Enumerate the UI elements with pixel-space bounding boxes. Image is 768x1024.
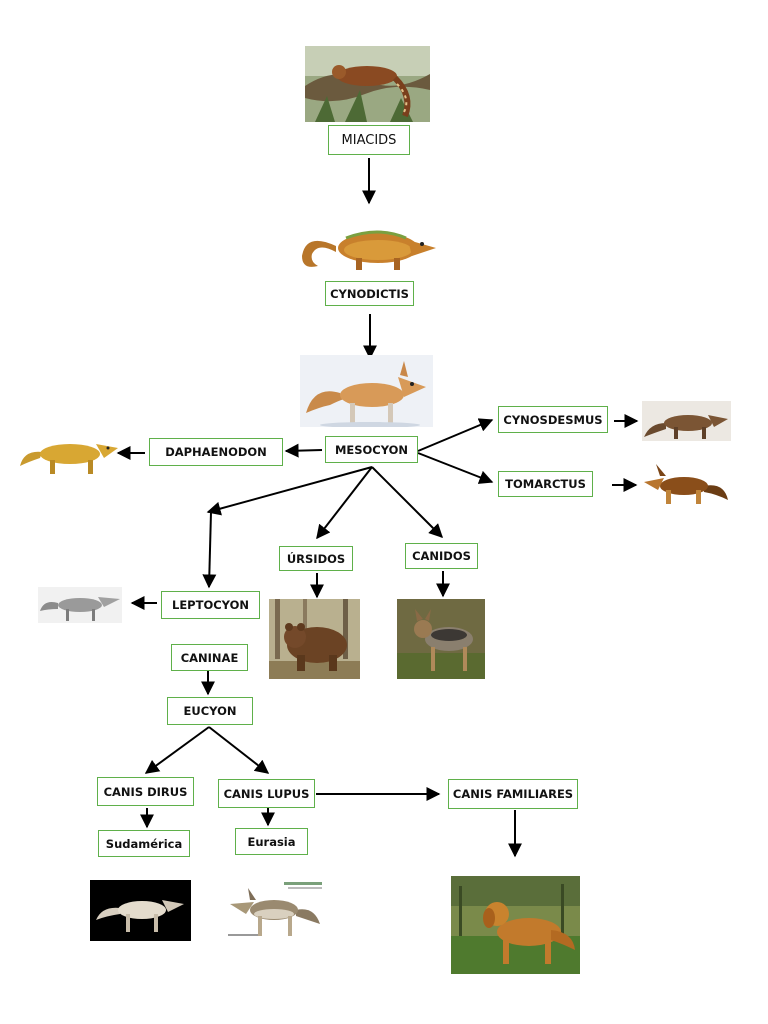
- golden-retriever-photo: [451, 876, 580, 974]
- node-cynosdesmus: CYNOSDESMUS: [498, 406, 608, 433]
- tomarctus-illustration: [642, 460, 730, 506]
- node-miacids: MIACIDS: [328, 125, 410, 155]
- node-cynodictis: CYNODICTIS: [325, 281, 414, 306]
- miacids-illustration: [305, 46, 430, 122]
- node-caninae: CANINAE: [171, 644, 248, 671]
- node-ursidos: ÚRSIDOS: [279, 546, 353, 571]
- node-eurasia: Eurasia: [235, 828, 308, 855]
- node-leptocyon: LEPTOCYON: [161, 591, 260, 619]
- node-daphaenodon: DAPHAENODON: [149, 438, 283, 466]
- arrow-branch-to-leptocyon: [202, 511, 217, 589]
- node-eucyon: EUCYON: [167, 697, 253, 725]
- node-canis-lupus: CANIS LUPUS: [218, 779, 315, 808]
- node-canis-dirus: CANIS DIRUS: [97, 777, 194, 806]
- arrow-mesocyon-to-tomarctus: [417, 452, 494, 484]
- cynosdesmus-illustration: [642, 401, 731, 441]
- arrow-mesocyon-to-canidos: [371, 466, 443, 538]
- node-canidos: CANIDOS: [405, 543, 478, 569]
- canis-lupus-illustration: [222, 880, 332, 942]
- jackal-photo: [397, 599, 485, 679]
- node-sudamerica: Sudamérica: [98, 830, 190, 857]
- bear-photo: [269, 599, 360, 679]
- leptocyon-illustration: [38, 587, 122, 623]
- daphaenodon-illustration: [18, 432, 120, 474]
- node-tomarctus: TOMARCTUS: [498, 471, 593, 497]
- arrow-mesocyon-to-ursidos: [316, 466, 373, 540]
- node-canis-familiares: CANIS FAMILIARES: [448, 779, 578, 809]
- arrow-eucyon-to-canis-dirus: [144, 726, 210, 774]
- arrow-mesocyon-to-daphaenodon: [284, 443, 323, 458]
- node-mesocyon: MESOCYON: [325, 436, 418, 463]
- arrow-mesocyon-to-branch: [206, 466, 373, 516]
- arrow-eucyon-to-canis-lupus: [208, 726, 270, 774]
- arrow-mesocyon-to-cynosdesmus: [417, 418, 494, 452]
- canis-dirus-illustration: [90, 880, 191, 941]
- cynodictis-illustration: [296, 212, 442, 272]
- mesocyon-illustration: [300, 355, 433, 427]
